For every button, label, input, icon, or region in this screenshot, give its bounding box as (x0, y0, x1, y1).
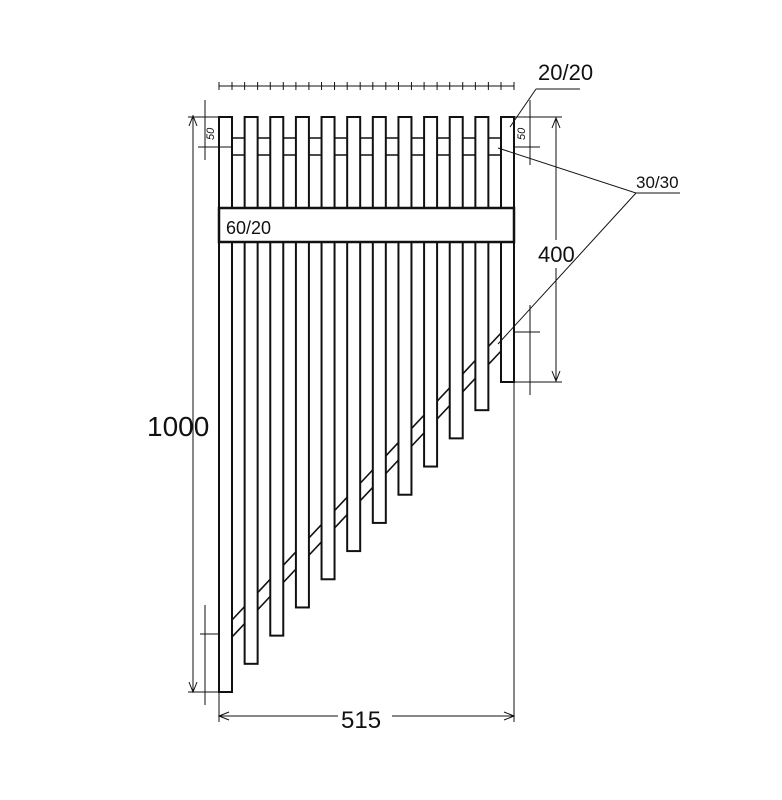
rail-section-label: 30/30 (636, 173, 679, 192)
slat (500, 116, 515, 383)
rail-offset-left-label: 50 (205, 127, 217, 140)
slat-section-label: 20/20 (538, 60, 593, 85)
width-label: 515 (341, 707, 381, 734)
top-rail (219, 137, 514, 156)
rail-offset-right-label: 50 (516, 127, 528, 140)
leader-lines (497, 88, 680, 345)
top-dimension-chain (218, 82, 515, 90)
slats (218, 116, 515, 693)
height-dimension (188, 100, 232, 705)
slat (294, 116, 310, 609)
slat (218, 116, 233, 693)
crossbar-label: 60/20 (226, 218, 271, 238)
slat (243, 116, 259, 665)
short-height-dimension (514, 100, 562, 395)
slat (397, 116, 413, 496)
slat (474, 116, 490, 412)
crossbar: 60/20 (217, 206, 516, 244)
slat (448, 116, 464, 440)
slat (371, 116, 387, 524)
width-dimension (217, 382, 516, 722)
slat (346, 116, 362, 553)
slat (423, 116, 439, 468)
slat (320, 116, 336, 581)
slat (269, 116, 285, 637)
short-height-label: 400 (538, 242, 575, 267)
height-label: 1000 (147, 411, 209, 442)
